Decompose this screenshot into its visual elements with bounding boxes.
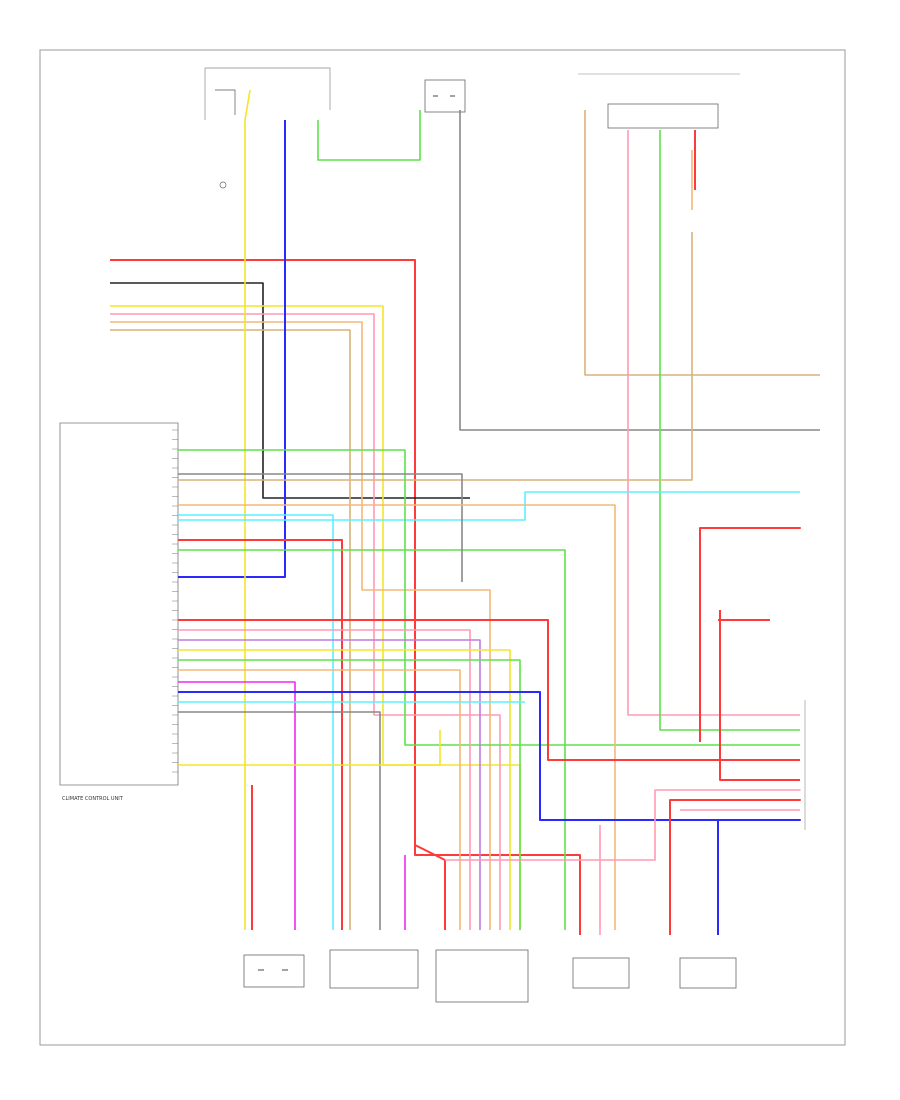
wire-pink <box>178 629 471 930</box>
wire-tan <box>584 110 820 376</box>
wire-yellow <box>178 730 441 766</box>
wire-gray <box>178 711 381 930</box>
wire-red <box>178 527 801 930</box>
temp-sensor-right <box>679 957 737 989</box>
wire-red <box>669 799 801 935</box>
wire-green <box>659 130 800 731</box>
wire-red <box>719 610 800 781</box>
wire-tan <box>110 329 351 930</box>
wire-blue <box>178 691 801 935</box>
wire-orange <box>178 504 616 930</box>
wire-tan <box>178 232 693 481</box>
wire-red <box>178 619 800 761</box>
wire-yellow <box>110 305 521 930</box>
wire-green <box>317 110 421 161</box>
wire-orange <box>178 669 461 930</box>
wire-green <box>178 449 800 746</box>
wire-orange <box>110 321 491 930</box>
air-mix-motor <box>435 949 529 1003</box>
climate-control-unit: CLIMATE CONTROL UNIT <box>59 422 179 802</box>
wire-red <box>110 259 581 935</box>
wire-gray <box>178 473 463 582</box>
wire-yellow <box>178 649 511 930</box>
wire-pink <box>110 313 501 930</box>
wire-black <box>110 282 470 499</box>
temp-sensor-left <box>572 957 630 989</box>
aq-sensor <box>204 67 331 189</box>
wire-gray <box>459 110 820 431</box>
mode-motor <box>329 949 419 989</box>
diagram-frame <box>39 49 846 1046</box>
wire-red <box>251 785 446 930</box>
control-unit-label: CLIMATE CONTROL UNIT <box>62 796 124 802</box>
wire-magenta <box>178 681 296 930</box>
evaporator-sensor <box>243 954 305 988</box>
wire-green <box>178 659 521 930</box>
wire-harness <box>110 89 820 935</box>
wire-yellow <box>244 89 251 930</box>
relay-box <box>424 79 466 113</box>
wire-cyan <box>178 491 800 930</box>
wire-pink <box>627 130 800 716</box>
wire-green <box>178 549 566 930</box>
wire-violet <box>178 639 481 930</box>
wire-blue <box>178 120 286 578</box>
wire-pink <box>445 789 801 861</box>
control-unit-pin-labels <box>172 429 178 773</box>
power-transistor <box>578 73 740 129</box>
